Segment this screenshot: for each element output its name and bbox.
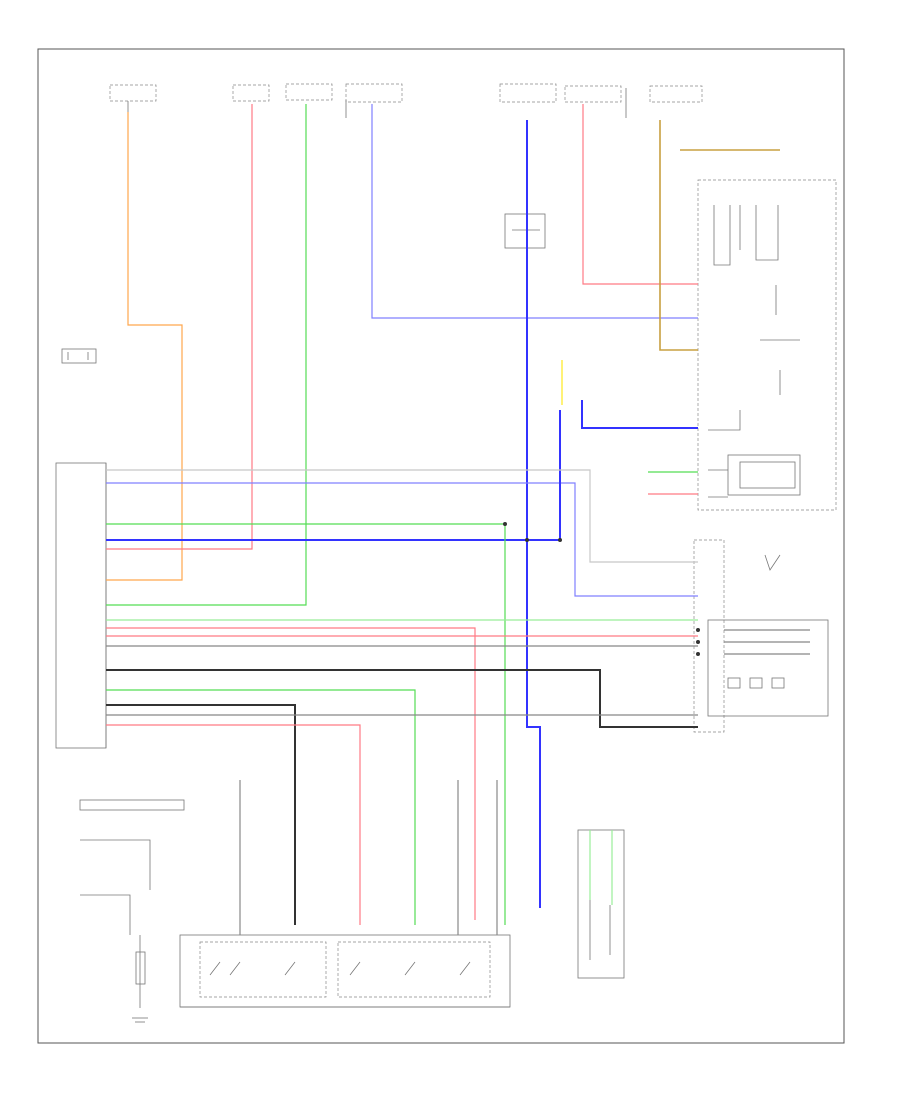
wires	[106, 104, 810, 935]
left-lower-connector	[79, 799, 185, 935]
diagram-frame	[37, 48, 845, 1044]
fuse-block-red-2	[564, 85, 627, 118]
right-lower-module	[693, 539, 829, 733]
fuse-block-red	[232, 84, 270, 102]
fuse-block-green	[285, 83, 333, 101]
wire-junctions	[503, 522, 700, 656]
fuse-block-dark-blue	[499, 83, 557, 103]
lamp-ground-lower-left	[132, 935, 148, 1023]
ground-symbol-left	[61, 348, 97, 364]
fuse-block-blue	[345, 83, 403, 118]
right-upper-module	[697, 179, 837, 511]
relay-box-blue	[504, 213, 546, 249]
fuse-block-orange	[109, 84, 157, 112]
left-main-module	[55, 462, 107, 749]
steering-switch-block	[179, 934, 511, 1008]
small-switch-block	[577, 829, 625, 979]
right-connector-block	[649, 85, 703, 103]
